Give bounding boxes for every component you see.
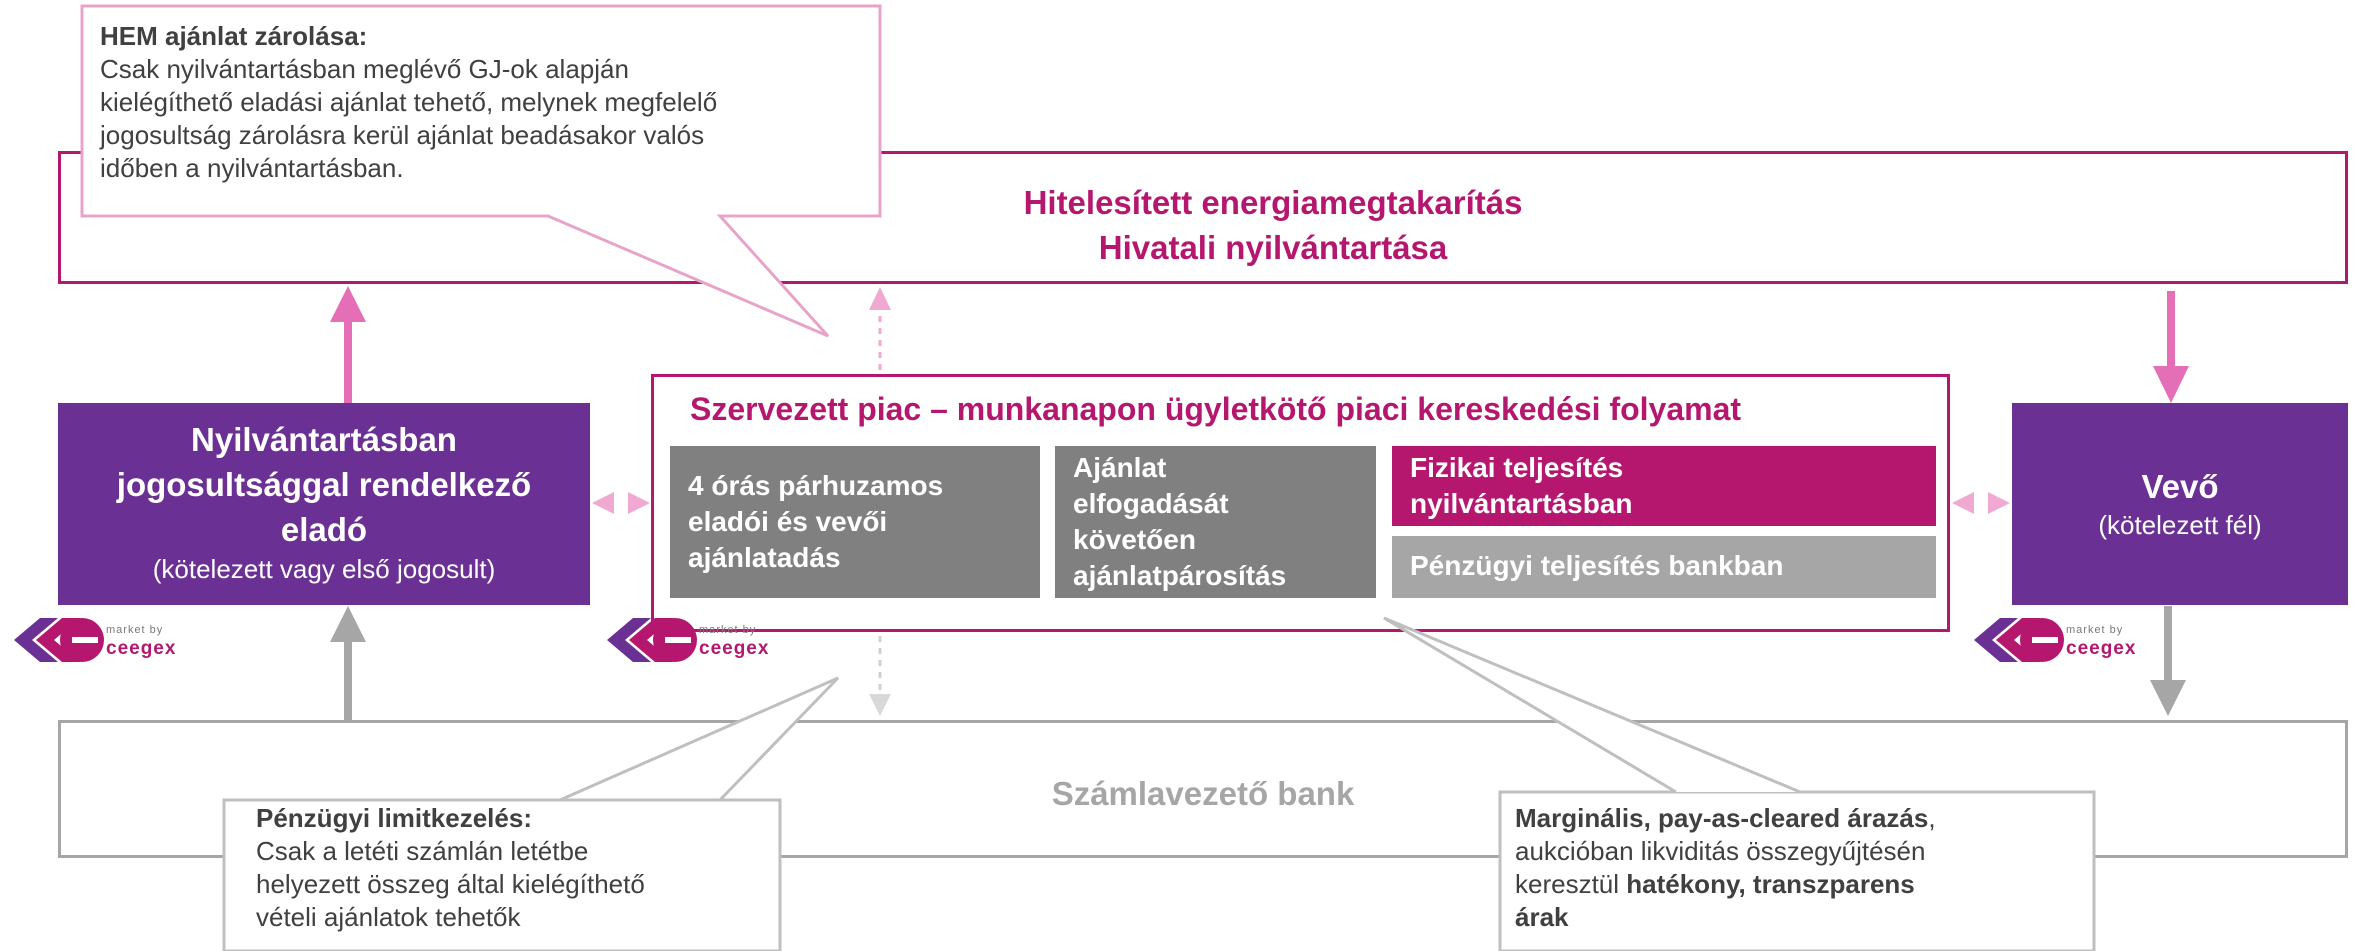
- callout-financial-line: helyezett összeg által kielégíthető: [256, 869, 645, 899]
- callout-hem: HEM ajánlat zárolása: Csak nyilvántartás…: [86, 10, 886, 185]
- buyer-subtitle: (kötelezett fél): [2098, 510, 2262, 540]
- ceegex-logo: market by ceegex: [1970, 610, 2170, 670]
- register-title-line1: Hitelesített energiamegtakarítás: [1023, 184, 1523, 221]
- callout-hem-line: időben a nyilvántartásban.: [100, 153, 404, 183]
- step3b-label: Pénzügyi teljesítés bankban: [1410, 550, 1784, 581]
- market-buyer-double-arrow: [1952, 492, 2010, 514]
- logo-small-text: market by: [699, 624, 757, 636]
- buyer-title: Vevő: [2141, 468, 2219, 505]
- step2-line: ajánlatpárosítás: [1073, 560, 1287, 591]
- step2-line: követően: [1073, 524, 1196, 555]
- ceegex-logo-mark: [1974, 618, 2064, 662]
- callout-marginal-line4: árak: [1515, 902, 1569, 932]
- seller-subtitle: (kötelezett vagy első jogosult): [152, 554, 496, 584]
- callout-marginal-line1: Marginális, pay-as-cleared árazás,: [1515, 802, 2085, 835]
- ceegex-logo-mark: [14, 618, 104, 662]
- callout-financial-heading: Pénzügyi limitkezelés:: [256, 803, 532, 833]
- buyer-box: Vevő (kötelezett fél): [2012, 403, 2348, 605]
- ceegex-logo-mark: [607, 618, 697, 662]
- step2-line: elfogadását: [1073, 488, 1229, 519]
- callout-hem-heading: HEM ajánlat zárolása:: [100, 21, 368, 51]
- step-parallel-bidding: 4 órás párhuzamos eladói és vevői ajánla…: [670, 446, 1040, 598]
- callout-hem-line: kielégíthető eladási ajánlat tehető, mel…: [100, 87, 718, 117]
- market-title: Szervezett piac – munkanapon ügyletkötő …: [690, 391, 1742, 427]
- step3a-line: nyilvántartásban: [1410, 488, 1633, 519]
- seller-market-double-arrow: [592, 492, 650, 514]
- ceegex-logo: market by ceegex: [10, 610, 210, 670]
- ceegex-logo: market by ceegex: [603, 610, 803, 670]
- callout-marginal-plain3: keresztül: [1515, 869, 1627, 899]
- bank-to-seller-arrow: [330, 606, 366, 722]
- callout-marginal-bold1: Marginális, pay-as-cleared árazás: [1515, 803, 1929, 833]
- bank-title: Számlavezető bank: [1051, 775, 1355, 812]
- logo-brand: ceegex: [106, 638, 177, 659]
- logo-brand: ceegex: [699, 638, 770, 659]
- callout-financial-line: Csak a letéti számlán letétbe: [256, 836, 589, 866]
- step-order-matching: Ajánlat elfogadását követően ajánlatpáro…: [1055, 446, 1376, 598]
- register-title: Hitelesített energiamegtakarítás Hivatal…: [61, 180, 2345, 270]
- callout-financial: Pénzügyi limitkezelés: Csak a letéti szá…: [238, 800, 778, 934]
- step-financial-settlement: Pénzügyi teljesítés bankban: [1392, 536, 1936, 598]
- seller-title-line3: eladó: [280, 511, 368, 548]
- register-title-line2: Hivatali nyilvántartása: [1098, 229, 1448, 266]
- callout-marginal-line3: keresztül hatékony, transzparens: [1515, 868, 2085, 901]
- logo-small-text: market by: [2066, 624, 2124, 636]
- step-physical-settlement: Fizikai teljesítés nyilvántartásban: [1392, 446, 1936, 526]
- seller-box: Nyilvántartásban jogosultsággal rendelke…: [58, 403, 590, 605]
- logo-small-text: market by: [106, 624, 164, 636]
- seller-title-line1: Nyilvántartásban: [191, 421, 457, 458]
- seller-to-register-arrow: [330, 286, 366, 404]
- buyer-to-bank-arrow: [2150, 606, 2186, 716]
- step2-line: Ajánlat: [1073, 452, 1167, 483]
- callout-marginal-line2: aukcióban likviditás összegyűjtésén: [1515, 836, 1926, 866]
- step1-line: eladói és vevői: [688, 506, 888, 537]
- register-to-buyer-arrow: [2153, 291, 2189, 403]
- logo-brand: ceegex: [2066, 638, 2137, 659]
- callout-hem-line: jogosultság zárolásra kerül ajánlat bead…: [100, 120, 705, 150]
- step3a-line: Fizikai teljesítés: [1410, 452, 1624, 483]
- callout-marginal-bold3: hatékony, transzparens: [1626, 869, 1915, 899]
- callout-financial-line: vételi ajánlatok tehetők: [256, 902, 521, 932]
- callout-marginal: Marginális, pay-as-cleared árazás, aukci…: [1515, 800, 2085, 934]
- callout-hem-line: Csak nyilvántartásban meglévő GJ-ok alap…: [100, 54, 629, 84]
- step1-line: ajánlatadás: [688, 542, 841, 573]
- step1-line: 4 órás párhuzamos: [688, 470, 944, 501]
- callout-marginal-rest1: ,: [1928, 803, 1936, 833]
- seller-title-line2: jogosultsággal rendelkező: [116, 466, 532, 503]
